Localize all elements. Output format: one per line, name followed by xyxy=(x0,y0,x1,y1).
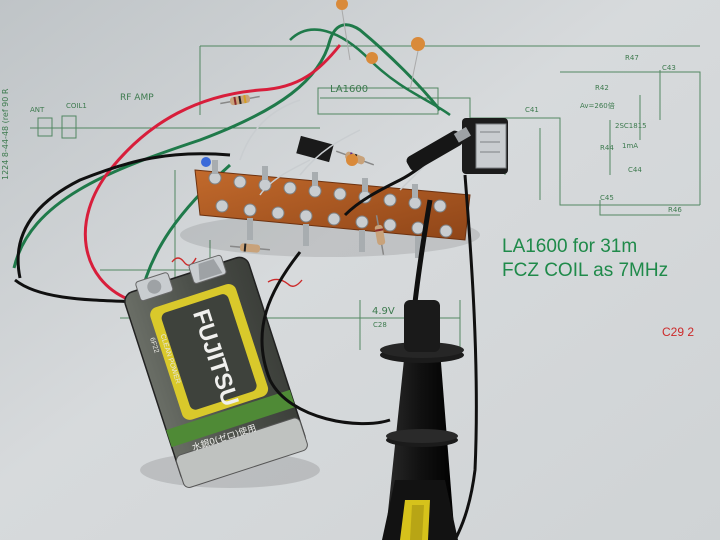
schematic-chip-label: LA1600 xyxy=(330,84,368,95)
coil-module xyxy=(462,118,508,174)
schematic-res-label-3: R44 xyxy=(600,144,614,152)
handwritten-note: C29 2 xyxy=(662,325,694,339)
schematic-side-text: 1224 8-44-48 (ref 90 R xyxy=(1,88,10,180)
board-lug-tabs xyxy=(212,160,421,258)
schematic-traces xyxy=(30,45,701,350)
schematic-res-label-4: R42 xyxy=(595,84,609,92)
probe-clip-wire-2 xyxy=(453,174,478,540)
ic-chip xyxy=(296,135,334,163)
schematic-coil-label: COIL1 xyxy=(66,102,87,110)
schematic-title-line1: LA1600 for 31m xyxy=(502,236,637,257)
schematic-rf-amp-label: RF AMP xyxy=(120,93,154,103)
schematic-title-line2: FCZ COIL as 7MHz xyxy=(502,260,668,281)
schematic-gain-label: Av=260倍 xyxy=(580,101,615,110)
oscilloscope-probe xyxy=(380,300,464,540)
probe-ground-lead xyxy=(260,251,391,426)
schematic-cap-label-4: C44 xyxy=(628,166,642,174)
black-wire-left xyxy=(16,152,231,279)
alligator-clip xyxy=(406,126,471,171)
battery-model: 6F22 xyxy=(148,337,160,354)
schematic-transistor-label: 2SC1815 xyxy=(615,122,647,130)
handwritten-scribble-2 xyxy=(267,278,303,287)
schematic-cap-label-1: C28 xyxy=(373,321,387,329)
schematic-res-label-1: R47 xyxy=(625,54,639,62)
schematic-cap-label-3: C43 xyxy=(662,64,676,72)
board-lugs xyxy=(208,171,453,238)
schematic-ant-label: ANT xyxy=(30,106,45,114)
ceramic-capacitors xyxy=(201,0,425,167)
schematic-voltage-label: 4.9V xyxy=(372,306,395,317)
schematic-cap-label-5: C45 xyxy=(600,194,614,202)
red-wire xyxy=(83,44,342,302)
schematic-cap-label-2: C41 xyxy=(525,106,539,114)
schematic-current-label: 1mA xyxy=(622,142,638,150)
black-wire-bottom xyxy=(14,278,141,304)
schematic-res-label-2: R46 xyxy=(668,206,682,214)
battery-9v xyxy=(124,254,308,488)
